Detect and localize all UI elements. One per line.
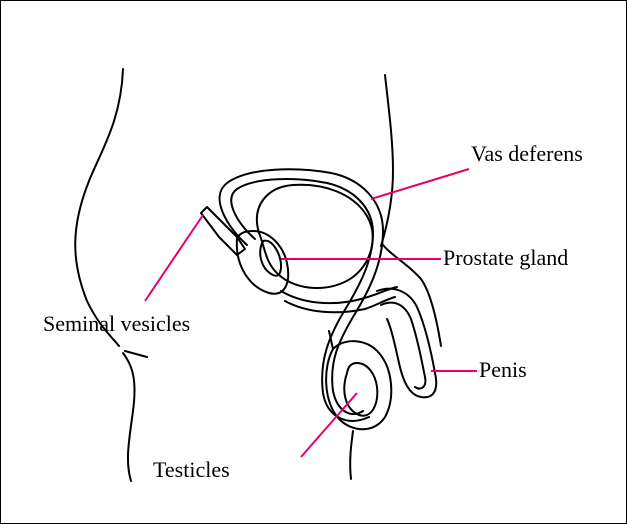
- bladder-outline: [257, 185, 373, 288]
- back-outline: [75, 69, 123, 346]
- label-vas-deferens: Vas deferens: [471, 143, 583, 165]
- thigh-front-outline: [350, 431, 353, 479]
- thigh-back-outline: [123, 353, 135, 481]
- label-prostate-gland: Prostate gland: [443, 247, 568, 269]
- penis-outline: [377, 289, 436, 398]
- label-testicles: Testicles: [153, 459, 230, 481]
- testicle-outline: [344, 363, 377, 416]
- buttock-crease: [125, 351, 147, 357]
- label-seminal-vesicles: Seminal vesicles: [43, 313, 190, 335]
- seminal-vesicles-leader: [145, 215, 203, 301]
- vas-deferens-leader: [371, 169, 469, 199]
- label-penis: Penis: [479, 359, 527, 381]
